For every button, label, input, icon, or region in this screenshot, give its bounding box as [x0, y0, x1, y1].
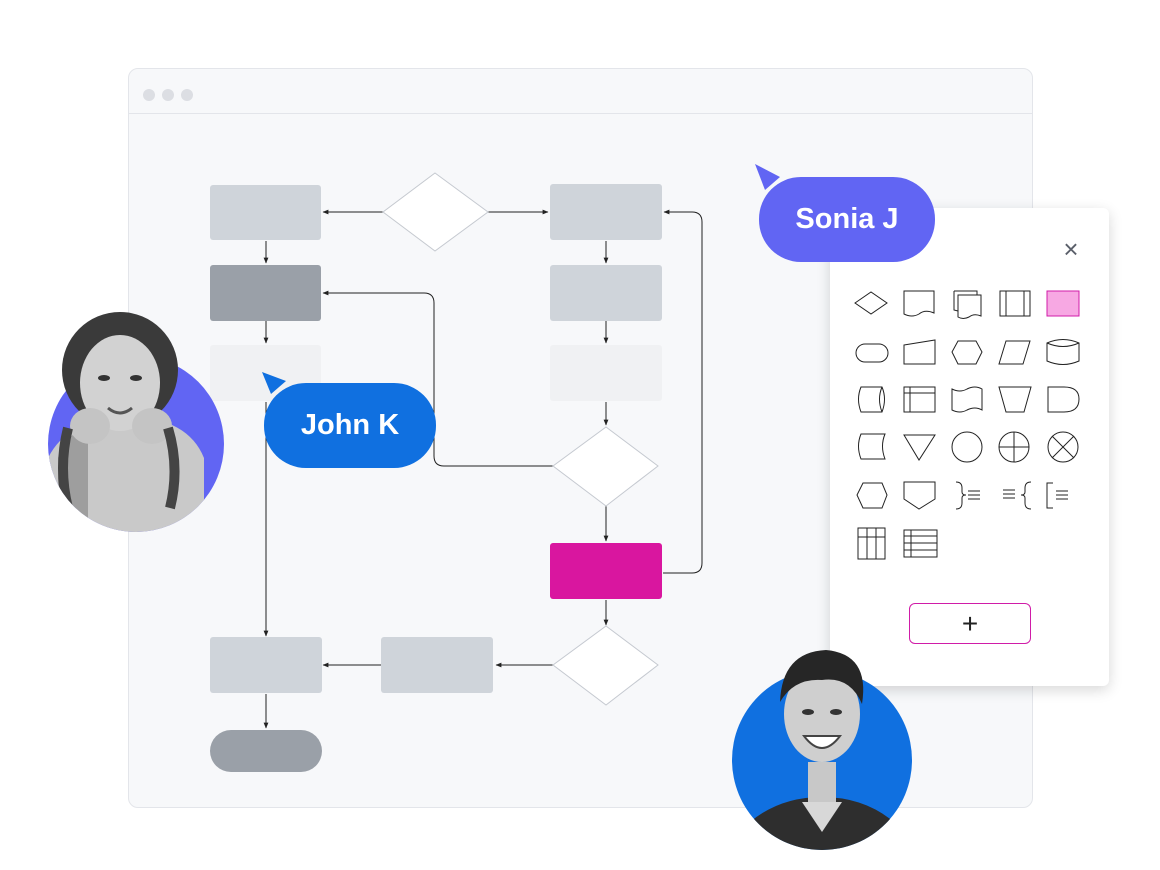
database-shape-icon[interactable] — [1046, 339, 1080, 365]
avatar-girl-image — [48, 312, 224, 532]
merge-shape-icon[interactable] — [903, 434, 936, 461]
decision-node[interactable] — [552, 625, 659, 706]
preparation-shape-icon[interactable] — [951, 340, 983, 365]
avatar-girl — [28, 308, 224, 532]
table-shape-icon[interactable] — [857, 527, 886, 560]
window-close-dot[interactable] — [143, 89, 155, 101]
multi-document-shape-icon[interactable] — [953, 290, 982, 319]
punched-tape-shape-icon[interactable] — [951, 386, 983, 413]
stored-data-shape-icon[interactable] — [858, 433, 886, 460]
off-page-connector-shape-icon[interactable] — [903, 481, 936, 510]
predefined-process-shape-icon[interactable] — [999, 290, 1031, 317]
or-shape-icon[interactable] — [1047, 431, 1079, 463]
connector-shape-icon[interactable] — [951, 431, 983, 463]
annotation-left-shape-icon[interactable] — [1003, 481, 1032, 510]
process-selected-shape-icon[interactable] — [1046, 290, 1080, 317]
process-node-selected[interactable] — [550, 543, 662, 599]
process-node[interactable] — [210, 265, 321, 321]
process-node[interactable] — [550, 345, 662, 401]
manual-input-shape-icon[interactable] — [903, 339, 936, 365]
add-shape-button[interactable]: + — [909, 603, 1031, 644]
terminator-shape-icon[interactable] — [855, 343, 889, 363]
summing-junction-shape-icon[interactable] — [998, 431, 1030, 463]
process-node[interactable] — [210, 185, 321, 240]
data-shape-icon[interactable] — [998, 340, 1031, 365]
process-node[interactable] — [550, 265, 662, 321]
collaborator-label-john: John K — [264, 383, 436, 468]
process-node[interactable] — [210, 637, 322, 693]
john-cursor-icon — [262, 372, 286, 394]
annotation-right-shape-icon[interactable] — [955, 481, 980, 510]
window-titlebar — [129, 69, 1032, 114]
direct-access-storage-shape-icon[interactable] — [858, 386, 885, 413]
list-shape-icon[interactable] — [903, 529, 938, 558]
document-shape-icon[interactable] — [903, 290, 935, 317]
terminator-node[interactable] — [210, 730, 322, 772]
sonia-cursor-icon — [755, 164, 780, 190]
process-node[interactable] — [381, 637, 493, 693]
decision-node[interactable] — [552, 426, 659, 507]
window-maximize-dot[interactable] — [181, 89, 193, 101]
close-icon[interactable]: × — [1063, 233, 1079, 264]
collaborator-label-sonia: Sonia J — [759, 177, 935, 262]
avatar-man-image — [732, 650, 912, 850]
window-minimize-dot[interactable] — [162, 89, 174, 101]
decision-shape-icon[interactable] — [854, 291, 888, 315]
annotation-bracket-shape-icon[interactable] — [1046, 482, 1068, 509]
manual-operation-shape-icon[interactable] — [998, 386, 1032, 413]
process-node[interactable] — [550, 184, 662, 240]
internal-storage-shape-icon[interactable] — [903, 386, 936, 413]
delay-shape-icon[interactable] — [1047, 386, 1080, 413]
avatar-man — [730, 632, 914, 852]
display-shape-icon[interactable] — [856, 482, 888, 509]
decision-node[interactable] — [382, 172, 489, 252]
